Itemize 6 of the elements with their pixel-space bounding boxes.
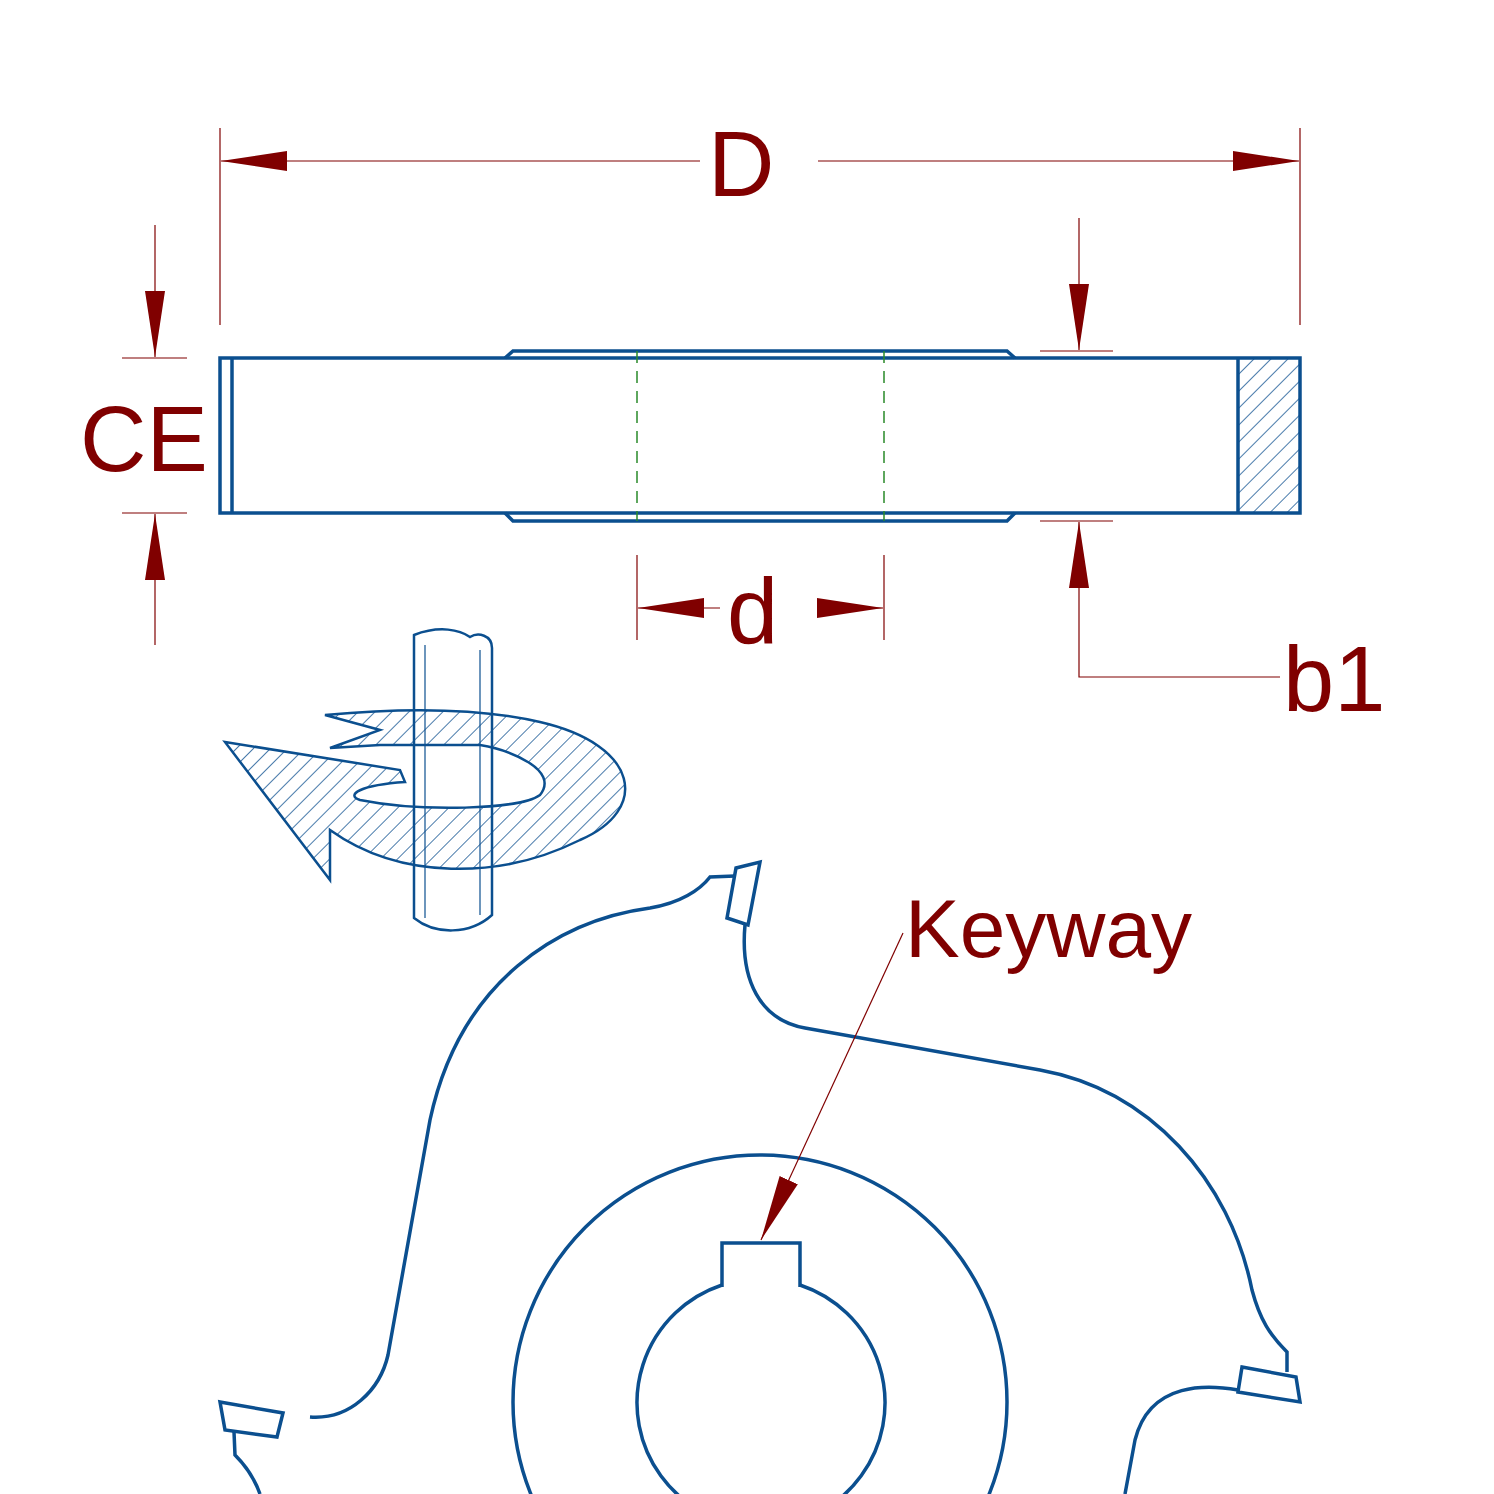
dimension-label: d: [727, 565, 779, 657]
dimension-label: CE: [80, 393, 208, 485]
keyway-notch: [720, 1241, 802, 1287]
leader-line: [760, 932, 904, 1241]
dimension-label: b1: [1283, 633, 1386, 725]
dimension-label: D: [708, 118, 775, 210]
